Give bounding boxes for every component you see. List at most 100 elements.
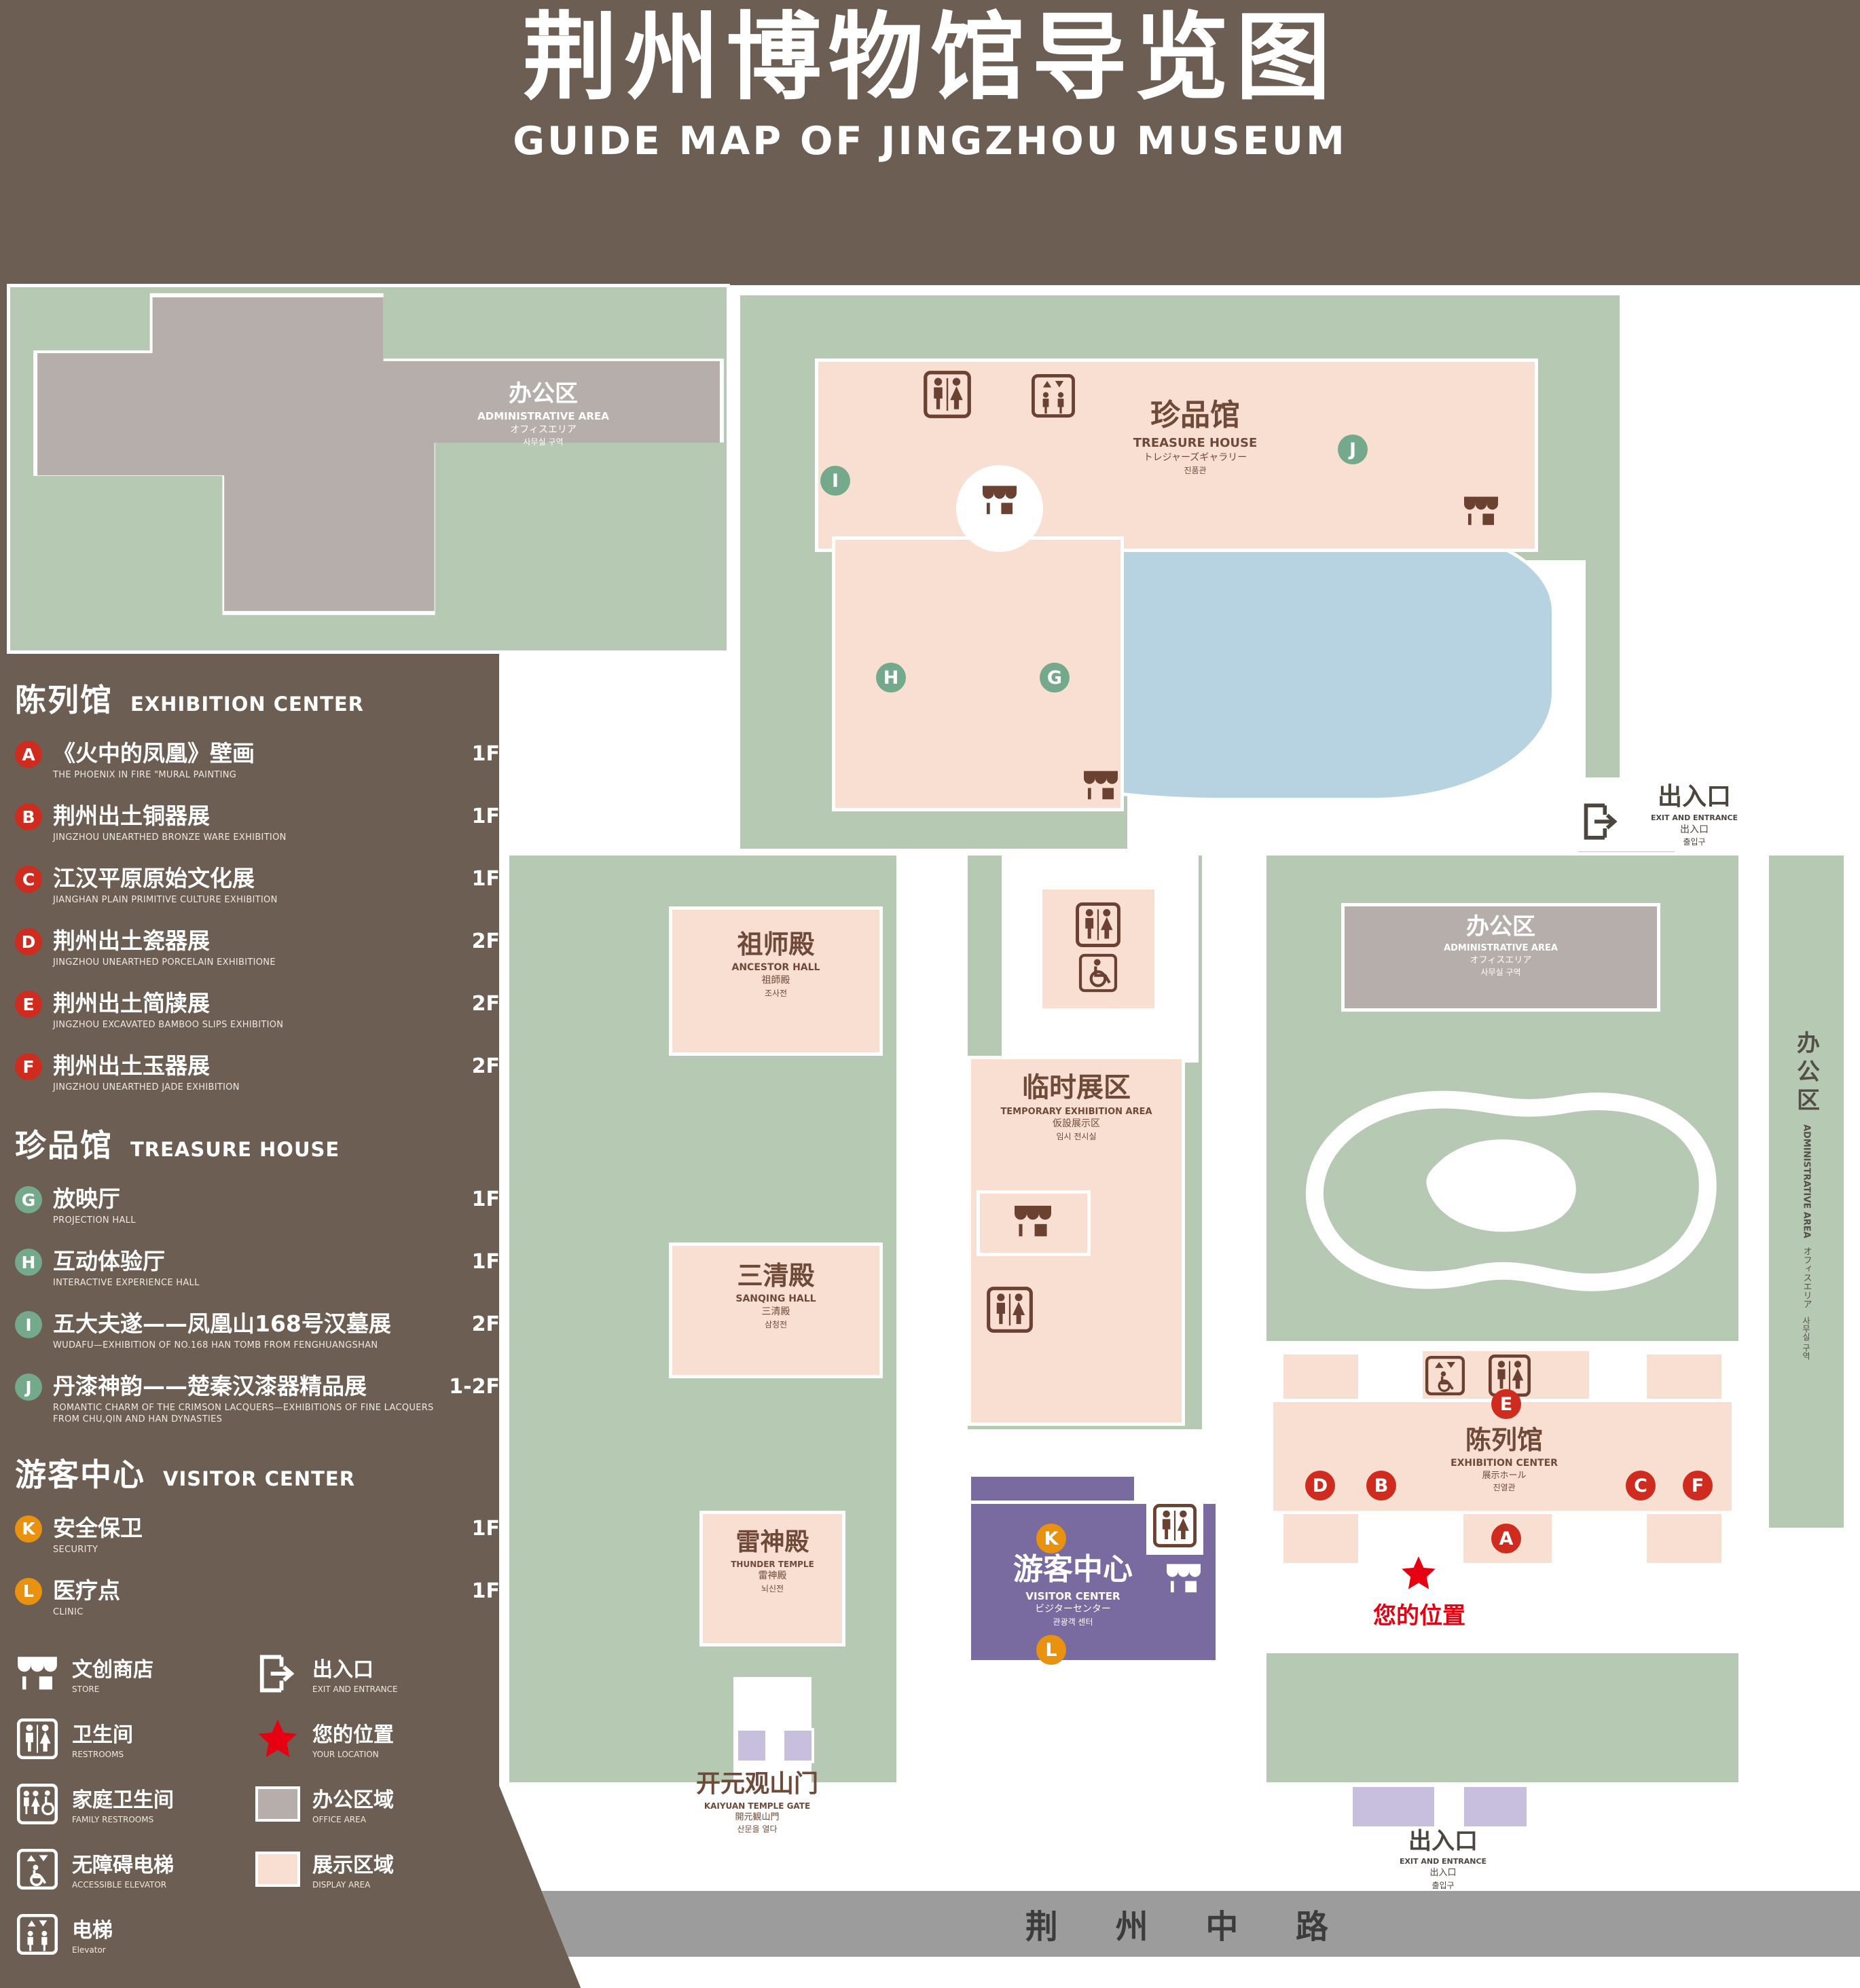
- item-marker: B: [15, 803, 42, 830]
- legend-label-en: FAMILY RESTROOMS: [72, 1815, 154, 1825]
- label-exit-east: 出入口 EXIT AND ENTRANCE 出入口 출입구: [1650, 783, 1738, 847]
- label-admin-central: 办公区 ADMINISTRATIVE AREA オフィスエリア 사무실 구역: [1444, 913, 1558, 978]
- legend-grid: 文创商店 STORE 出入口 EXIT AND ENTRANCE 卫生间 RES…: [15, 1653, 500, 1955]
- map-marker-H: H: [876, 663, 906, 693]
- item-title-en: PROJECTION HALL: [53, 1215, 136, 1226]
- visitor-center-list: K 安全保卫 SECURITY 1F L 医疗点 CLINIC 1F: [15, 1515, 500, 1621]
- ancestor-hall-building: [669, 906, 883, 1056]
- legend-label-en: STORE: [72, 1685, 100, 1695]
- legend-label-en: Elevator: [72, 1945, 106, 1955]
- item-floor: 1F: [471, 805, 500, 828]
- store-icon: [1461, 494, 1501, 528]
- restrooms-icon: [15, 1718, 60, 1760]
- legend-label-en: ACCESSIBLE ELEVATOR: [72, 1880, 167, 1890]
- item-marker: L: [15, 1577, 42, 1605]
- restroom-icon: [918, 370, 977, 419]
- east-exit-notch: [1558, 777, 1626, 852]
- legend-icon: [15, 1653, 60, 1695]
- plaza-circle: [956, 465, 1043, 552]
- map-marker-K: K: [1036, 1524, 1066, 1553]
- item-marker: K: [15, 1515, 42, 1543]
- legend-item-exit: 出入口 EXIT AND ENTRANCE: [255, 1653, 500, 1695]
- legend-label-en: OFFICE AREA: [312, 1815, 366, 1825]
- item-title-en: CLINIC: [53, 1606, 84, 1617]
- item-marker: J: [15, 1374, 42, 1401]
- legend-icon: [15, 1718, 60, 1760]
- map-marker-I: I: [820, 466, 850, 496]
- legend-label-zh: 出入口: [312, 1658, 373, 1682]
- label-admin-nw: 办公区 ADMINISTRATIVE AREA オフィスエリア 사무실 구역: [477, 380, 609, 447]
- sidebar-item-J: J 丹漆神韵——楚秦汉漆器精品展 ROMANTIC CHARM OF THE C…: [15, 1374, 500, 1426]
- legend-label-zh: 办公区域: [312, 1788, 394, 1813]
- display-area-swatch: [255, 1851, 300, 1887]
- east-admin-strip: [1766, 852, 1847, 1531]
- map-marker-G: G: [1040, 663, 1070, 693]
- sidebar-item-K: K 安全保卫 SECURITY 1F: [15, 1515, 500, 1559]
- store-icon: [1012, 1203, 1054, 1240]
- label-admin-east: 办公区 ADMINISTRATIVE AREA オフィスエリア 사무실 구역: [1792, 1030, 1820, 1360]
- accessible-elevator-icon: [1425, 1355, 1465, 1396]
- legend-icon: [255, 1718, 300, 1760]
- store-icon: [15, 1653, 60, 1695]
- legend-item-your-location: 您的位置 YOUR LOCATION: [255, 1718, 500, 1760]
- item-title-en: THE PHOENIX IN FIRE "MURAL PAINTING: [53, 769, 237, 780]
- legend-label-zh: 卫生间: [72, 1723, 133, 1748]
- item-title-zh: 安全保卫: [53, 1514, 143, 1541]
- legend-label-zh: 您的位置: [312, 1723, 394, 1748]
- gate-pillar: [782, 1728, 814, 1763]
- heading-treasure-house: 珍品馆 TREASURE HOUSE: [15, 1127, 340, 1164]
- map-marker-E: E: [1491, 1389, 1521, 1419]
- sidebar-item-E: E 荆州出土简牍展 JINGZHOU EXCAVATED BAMBOO SLIP…: [15, 991, 500, 1034]
- label-kaiyuan-gate: 开元观山门 KAIYUAN TEMPLE GATE 開元観山門 산문을 열다: [695, 1770, 818, 1835]
- item-title-zh: 互动体验厅: [53, 1248, 165, 1274]
- item-title-zh: 荆州出土简牍展: [53, 990, 210, 1016]
- sidebar-item-B: B 荆州出土铜器展 JINGZHOU UNEARTHED BRONZE WARE…: [15, 803, 500, 847]
- item-title-zh: 荆州出土玉器展: [53, 1052, 210, 1079]
- legend-label-zh: 家庭卫生间: [72, 1788, 174, 1813]
- label-sanqing-hall: 三清殿 SANQING HALL 三清殿 삼청전: [735, 1261, 816, 1329]
- item-floor: 1F: [471, 1188, 500, 1211]
- legend-item-elevator: 电梯 Elevator: [15, 1913, 246, 1955]
- exit-icon: [1581, 801, 1622, 842]
- legend-label-zh: 文创商店: [72, 1658, 153, 1682]
- sidebar-item-A: A 《火中的凤凰》壁画 THE PHOENIX IN FIRE "MURAL P…: [15, 741, 500, 784]
- exit-icon: [255, 1653, 300, 1695]
- item-floor: 1F: [471, 1250, 500, 1274]
- treasure-house-list: G 放映厅 PROJECTION HALL 1F H 互动体验厅 INTERAC…: [15, 1186, 500, 1426]
- legend-label-en: YOUR LOCATION: [312, 1750, 379, 1760]
- label-thunder-temple: 雷神殿 THUNDER TEMPLE 雷神殿 뇌신전: [731, 1528, 814, 1594]
- item-title-zh: 放映厅: [53, 1185, 120, 1212]
- item-title-en: SECURITY: [53, 1544, 98, 1555]
- legend-icon: [255, 1783, 300, 1825]
- exhibition-wing: [1643, 1511, 1725, 1566]
- item-title-zh: 《火中的凤凰》壁画: [53, 740, 255, 767]
- legend-item-restrooms: 卫生间 RESTROOMS: [15, 1718, 246, 1760]
- label-exhibition-center: 陈列馆 EXHIBITION CENTER 展示ホール 진열관: [1451, 1425, 1558, 1493]
- item-floor: 1F: [471, 742, 500, 766]
- store-icon: [980, 483, 1019, 517]
- legend-item-accessible-elevator: 无障碍电梯 ACCESSIBLE ELEVATOR: [15, 1848, 246, 1890]
- item-marker: E: [15, 991, 42, 1018]
- restroom-icon: [986, 1285, 1034, 1335]
- item-title-zh: 医疗点: [53, 1577, 120, 1604]
- page-title: 荆州博物馆导览图: [522, 3, 1338, 113]
- road: [499, 1891, 1860, 1957]
- thunder-temple-building: [699, 1511, 845, 1646]
- heading-visitor-center: 游客中心 VISITOR CENTER: [15, 1456, 356, 1493]
- label-temporary-exhibition: 临时展区 TEMPORARY EXHIBITION AREA 仮設展示区 임시 …: [1000, 1072, 1152, 1141]
- item-title-zh: 丹漆神韵——楚秦汉漆器精品展: [53, 1373, 367, 1399]
- item-marker: F: [15, 1053, 42, 1080]
- sidebar-item-I: I 五大夫遂——凤凰山168号汉墓展 WUDAFU—EXHIBITION OF …: [15, 1311, 500, 1355]
- admin-building-central: [1341, 903, 1660, 1012]
- map-marker-F: F: [1683, 1471, 1713, 1501]
- south-entrance-building: [1461, 1784, 1529, 1829]
- item-floor: 1F: [471, 1516, 500, 1541]
- legend-item-display-area: 展示区域 DISPLAY AREA: [255, 1848, 500, 1890]
- legend-icon: [15, 1783, 60, 1825]
- legend-icon: [255, 1653, 300, 1695]
- item-title-en: JINGZHOU UNEARTHED JADE EXHIBITION: [53, 1082, 240, 1092]
- accessible-elevator-icon: [15, 1848, 60, 1890]
- your-location-icon: [255, 1718, 300, 1760]
- item-floor: 1F: [471, 867, 500, 891]
- your-location-label: 您的位置: [1373, 1602, 1465, 1630]
